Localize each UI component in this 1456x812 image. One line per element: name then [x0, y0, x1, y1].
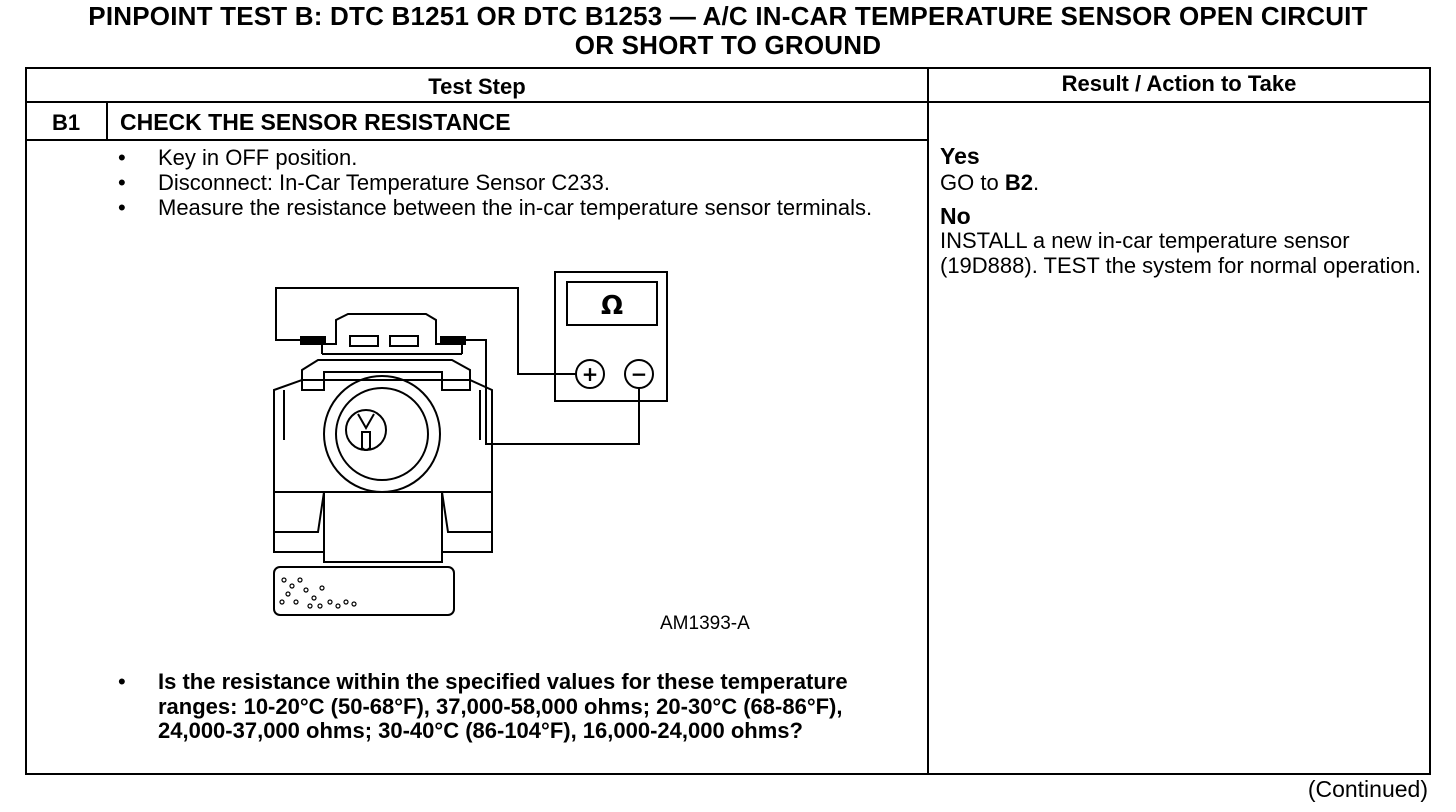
test-table [25, 67, 1431, 775]
step-id-divider [106, 102, 108, 140]
negative-lead-wire [462, 339, 640, 445]
continued-note: (Continued) [1307, 776, 1428, 802]
result-no-label: No [940, 203, 971, 229]
positive-lead-wire [275, 287, 576, 375]
bullet-text: Disconnect: In-Car Temperature Sensor C2… [158, 170, 611, 195]
minus-sign: − [631, 362, 648, 386]
yes-action-prefix: GO to [940, 170, 999, 195]
sensor-main-body [273, 379, 493, 493]
result-no-action: INSTALL a new in-car temperature sensor … [940, 228, 1421, 278]
sensor-upper-body [301, 359, 471, 391]
probe-tip-left [300, 336, 326, 345]
result-yes-action: GO to B2. [940, 170, 1430, 195]
step-title-divider [26, 139, 928, 141]
sensor-base-plate [273, 566, 455, 616]
page-title-line1: PINPOINT TEST B: DTC B1251 OR DTC B1253 … [88, 1, 1368, 31]
page-title-line2: OR SHORT TO GROUND [574, 30, 882, 60]
sensor-dial-outer [323, 375, 441, 493]
terminal-right [389, 335, 419, 347]
result-yes-label: Yes [940, 143, 980, 169]
ohm-symbol: Ω [601, 291, 623, 321]
sensor-ohmmeter-diagram: Ω + − [273, 271, 668, 616]
step-title: CHECK THE SENSOR RESISTANCE [120, 109, 511, 135]
column-divider [927, 68, 929, 774]
figure-label: AM1393-A [660, 613, 750, 634]
sensor-dial-inner [335, 387, 429, 481]
terminal-left [349, 335, 379, 347]
probe-tip-right [440, 336, 466, 345]
plus-sign: + [582, 362, 599, 386]
sensor-key-icon [357, 413, 375, 451]
header-test-step: Test Step [428, 74, 526, 99]
yes-action-target: B2 [1004, 170, 1033, 195]
question-text: Is the resistance within the specified v… [158, 669, 848, 743]
bullet-text: Key in OFF position. [158, 145, 358, 170]
ohmmeter-display [566, 281, 658, 326]
bullet-dot: • [118, 170, 126, 195]
bullet-text: Measure the resistance between the in-ca… [158, 195, 873, 220]
ohmmeter-body [554, 271, 668, 402]
header-divider [26, 101, 1430, 103]
yes-action-suffix: . [1032, 170, 1040, 195]
sensor-neck [273, 491, 493, 533]
connector-housing [322, 313, 462, 345]
header-result-action: Result / Action to Take [1061, 71, 1297, 96]
bullet-dot: • [118, 669, 126, 694]
bullet-dot: • [118, 145, 126, 170]
step-id: B1 [51, 110, 81, 135]
bullet-dot: • [118, 195, 126, 220]
